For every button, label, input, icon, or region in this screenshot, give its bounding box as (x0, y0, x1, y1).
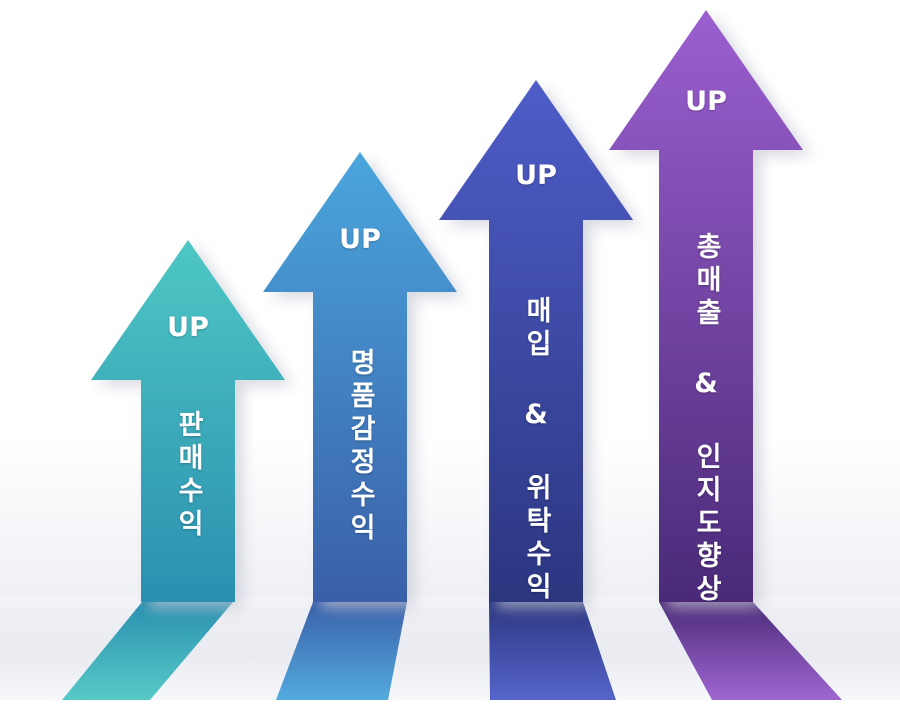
arrow-2-tail (276, 602, 407, 700)
arrow-4 (609, 10, 842, 700)
arrow-3-up-label: UP (515, 160, 557, 191)
arrow-1-label: 판매수익 (172, 410, 204, 542)
floor-line (0, 595, 900, 607)
arrow-3-tail (489, 602, 616, 700)
arrow-1-up-label: UP (167, 312, 209, 343)
arrow-1-tail (62, 602, 233, 700)
arrow-3-label: 매입 & 위탁수익 (520, 296, 552, 605)
arrow-4-tail (659, 602, 842, 700)
arrow-4-up-label: UP (685, 86, 727, 117)
arrow-4-body (609, 10, 803, 602)
arrow-3 (439, 80, 641, 700)
arrow-3-body (439, 80, 633, 602)
arrow-2 (263, 152, 465, 700)
arrow-2-up-label: UP (339, 224, 381, 255)
arrow-2-body (263, 152, 457, 602)
arrow-1 (62, 240, 293, 700)
arrow-1-body (91, 240, 285, 602)
arrow-4-label: 총매출 & 인지도향상 (690, 232, 722, 607)
arrow-2-label: 명품감정수익 (344, 348, 376, 546)
